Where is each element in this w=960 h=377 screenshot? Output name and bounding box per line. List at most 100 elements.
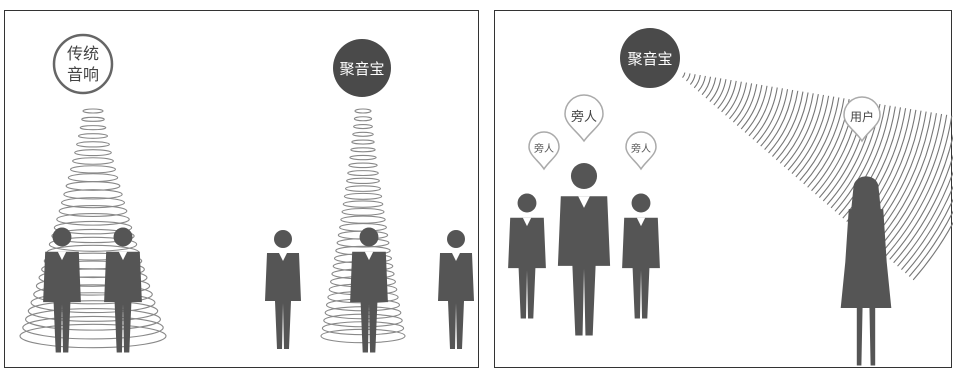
beam-wave bbox=[740, 84, 763, 130]
traditional-ring bbox=[72, 157, 114, 165]
person-collar bbox=[578, 196, 590, 208]
beam-wave bbox=[768, 90, 799, 154]
beam-wave bbox=[705, 77, 717, 99]
traditional-ring bbox=[74, 149, 112, 157]
beam-wave bbox=[725, 81, 742, 116]
traditional-ring bbox=[38, 268, 148, 287]
person-collar bbox=[364, 251, 374, 261]
traditional-ring bbox=[79, 125, 107, 131]
product-ring bbox=[352, 131, 374, 137]
traditional-ring bbox=[25, 307, 161, 331]
product-ring bbox=[341, 207, 385, 216]
traditional-ring bbox=[77, 133, 109, 139]
beam-wave bbox=[775, 92, 809, 161]
woman-legs bbox=[856, 308, 876, 366]
product-ring bbox=[340, 215, 386, 224]
person-head bbox=[113, 227, 133, 247]
person-head bbox=[517, 193, 537, 213]
bystander-right-3 bbox=[622, 193, 660, 319]
right-panel-directional-sound: 聚音宝 旁人 旁人 旁人 用户 bbox=[494, 10, 953, 368]
person-collar bbox=[452, 253, 460, 261]
user-pin: 用户 bbox=[843, 96, 881, 143]
traditional-ring bbox=[61, 197, 125, 209]
product-ring bbox=[347, 170, 379, 177]
product-label-right: 聚音宝 bbox=[627, 50, 672, 68]
beam-wave bbox=[717, 79, 732, 109]
bystander-pin-left: 旁人 bbox=[528, 131, 560, 171]
label-pins: 旁人 旁人 旁人 用户 bbox=[528, 94, 881, 171]
product-ring bbox=[353, 116, 373, 122]
traditional-ring bbox=[67, 173, 119, 183]
beam-wave bbox=[889, 133, 953, 260]
traditional-ring bbox=[65, 181, 121, 191]
traditional-ring bbox=[30, 292, 156, 314]
traditional-ring bbox=[27, 300, 159, 322]
right-panel-illustration: 聚音宝 旁人 旁人 旁人 用户 bbox=[508, 28, 953, 366]
bystander-pin-center-shape bbox=[564, 94, 604, 143]
bystander-label-left: 旁人 bbox=[534, 142, 554, 155]
beam-wave bbox=[803, 98, 845, 185]
product-badge-left: 聚音宝 bbox=[333, 39, 391, 97]
traditional-ring bbox=[53, 220, 133, 235]
beam-wave bbox=[901, 185, 953, 270]
beam-wave bbox=[885, 115, 953, 257]
bystander-right-1 bbox=[508, 193, 546, 319]
traditional-ring bbox=[56, 212, 130, 226]
person-head bbox=[52, 227, 72, 247]
product-circle-right bbox=[620, 28, 680, 88]
person-head bbox=[570, 162, 598, 190]
beam-wave bbox=[685, 73, 691, 82]
person-collar bbox=[118, 251, 128, 261]
traditional-ring bbox=[33, 284, 153, 305]
person-collar bbox=[57, 251, 67, 261]
person-collar bbox=[279, 253, 287, 261]
beam-wave bbox=[787, 94, 825, 171]
beam-wave bbox=[881, 114, 948, 253]
traditional-ring bbox=[58, 205, 128, 217]
beam-wave bbox=[701, 76, 712, 96]
beam-wave bbox=[838, 105, 891, 216]
traditional-label-line2: 音响 bbox=[67, 65, 99, 84]
product-circle-left bbox=[333, 39, 391, 97]
directional-sound-beam bbox=[682, 72, 953, 281]
beam-wave bbox=[693, 74, 701, 89]
beam-wave bbox=[752, 87, 778, 140]
traditional-ring bbox=[51, 228, 135, 244]
beam-wave bbox=[713, 79, 727, 106]
product-ring bbox=[344, 185, 382, 192]
bystander-pin-center: 旁人 bbox=[564, 94, 604, 143]
person-body bbox=[43, 251, 81, 353]
traditional-ring bbox=[63, 189, 123, 200]
beam-wave bbox=[760, 89, 789, 147]
person-body bbox=[350, 251, 388, 353]
traditional-ring bbox=[41, 260, 145, 279]
product-ring bbox=[353, 123, 373, 130]
traditional-speaker-circle bbox=[52, 33, 114, 95]
bystander-pin-left-shape bbox=[528, 131, 560, 171]
person-body bbox=[557, 196, 611, 336]
person-head bbox=[447, 230, 465, 248]
person-traditional-1 bbox=[43, 227, 81, 353]
sound-wave-cone-traditional bbox=[19, 108, 167, 349]
beam-wave bbox=[834, 104, 886, 212]
beam-wave bbox=[904, 198, 953, 274]
beam-wave bbox=[791, 95, 830, 174]
traditional-speaker-badge: 传统 音响 bbox=[52, 33, 114, 95]
person-body bbox=[508, 217, 546, 319]
user-label: 用户 bbox=[850, 109, 874, 124]
product-ring bbox=[346, 177, 380, 184]
person-traditional-2 bbox=[104, 227, 142, 353]
beam-wave bbox=[756, 88, 783, 144]
product-ring bbox=[348, 162, 378, 169]
beam-wave bbox=[877, 113, 943, 250]
woman-hair bbox=[851, 176, 881, 212]
product-ring bbox=[350, 147, 376, 153]
product-label-left: 聚音宝 bbox=[339, 60, 384, 78]
beam-wave bbox=[689, 74, 696, 85]
user-woman bbox=[840, 176, 892, 366]
traditional-ring bbox=[48, 236, 138, 252]
beam-wave bbox=[912, 221, 953, 281]
person-collar bbox=[636, 217, 646, 227]
beam-wave bbox=[799, 97, 840, 181]
product-ring bbox=[342, 200, 384, 208]
